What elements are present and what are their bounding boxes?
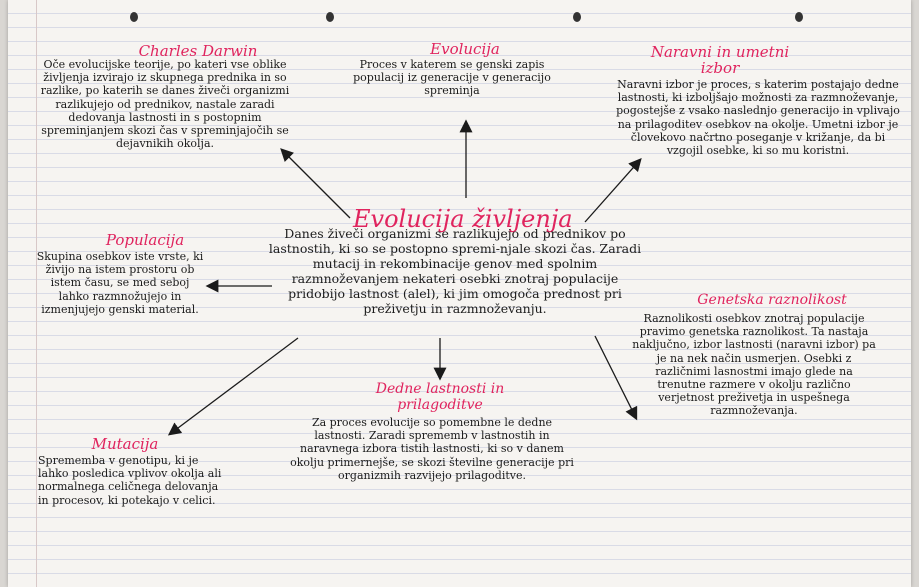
naravni-title: Naravni in umetni izbor [650, 43, 790, 77]
darwin-title: Charles Darwin [138, 42, 258, 60]
dedne-title: Dedne lastnosti in prilagoditve [375, 381, 505, 413]
notebook-page [8, 0, 911, 587]
arrow-to-mutacija [167, 337, 299, 436]
mutacija-title: Mutacija [91, 435, 159, 453]
evolucija-text: Proces v katerem se genski zapis populac… [353, 58, 551, 98]
mutacija-text: Sprememba v genotipu, ki je lahko posled… [38, 454, 222, 507]
arrow-to-darwin [280, 148, 351, 219]
binder-hole [573, 12, 581, 22]
binder-hole [130, 12, 138, 22]
arrow-to-naravni [584, 158, 642, 223]
dedne-text: Za proces evolucije so pomembne le dedne… [290, 416, 574, 482]
genetska-title: Genetska raznolikost [697, 292, 847, 308]
evolucija-title: Evolucija [430, 40, 500, 58]
darwin-text: Oče evolucijske teorije, po kateri vse o… [40, 58, 290, 151]
center-text: Danes živeči organizmi se razlikujejo od… [268, 226, 642, 316]
page-margin-line [36, 0, 37, 587]
binder-hole [326, 12, 334, 22]
populacija-title: Populacija [105, 231, 185, 249]
binder-hole [795, 12, 803, 22]
naravni-text: Naravni izbor je proces, s katerim posta… [616, 78, 900, 158]
populacija-text: Skupina osebkov iste vrste, ki živijo na… [36, 250, 204, 316]
arrow-to-genetska [594, 335, 638, 421]
center-title: Evolucija življenja [353, 205, 573, 233]
genetska-text: Raznolikosti osebkov znotraj populacije … [632, 312, 876, 418]
